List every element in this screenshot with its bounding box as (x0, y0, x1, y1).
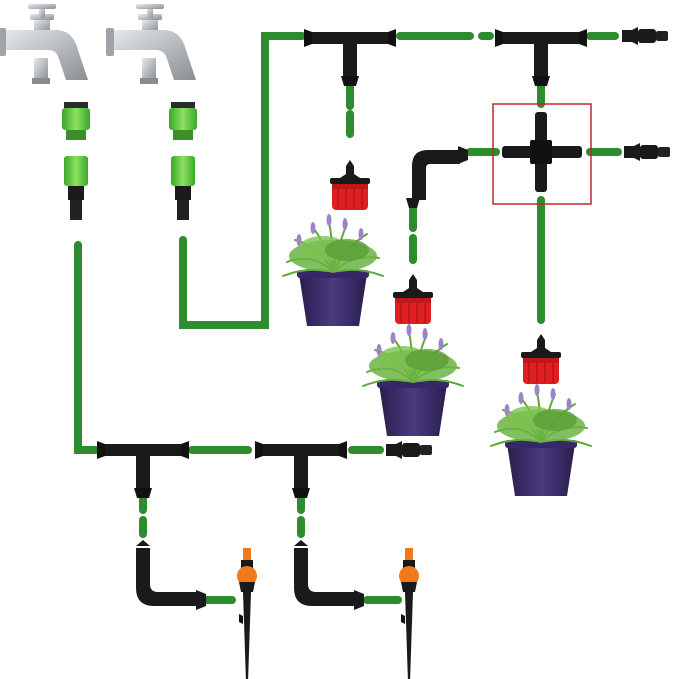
tee-fitting-icon (97, 441, 189, 498)
end-plug-icon (386, 441, 432, 459)
highlight-box (492, 103, 592, 205)
red-dripper-icon (520, 333, 562, 385)
cross-fitting-icon (492, 103, 592, 205)
red-dripper-icon (392, 273, 434, 325)
end-plug-icon (622, 27, 668, 45)
irrigation-tubing (74, 32, 622, 604)
tee-fitting-icon (255, 441, 347, 498)
faucet-icon (106, 4, 196, 84)
lavender-pot-icon (362, 323, 464, 437)
green-hose-connector-icon (62, 102, 90, 220)
orange-sprinkler-icon (237, 548, 257, 679)
end-plug-icon (624, 143, 670, 161)
tee-fitting-icon (495, 29, 587, 86)
tee-fitting-icon (304, 29, 396, 86)
green-hose-connector-icon (169, 102, 197, 220)
red-dripper-icon (329, 159, 371, 211)
elbow-fitting-icon (406, 146, 468, 208)
lavender-pot-icon (282, 213, 384, 327)
elbow-fitting-icon (294, 540, 364, 610)
lavender-pot-icon (490, 383, 592, 497)
orange-sprinkler-icon (399, 548, 419, 679)
faucet-icon (0, 4, 88, 84)
elbow-fitting-icon (136, 540, 206, 610)
